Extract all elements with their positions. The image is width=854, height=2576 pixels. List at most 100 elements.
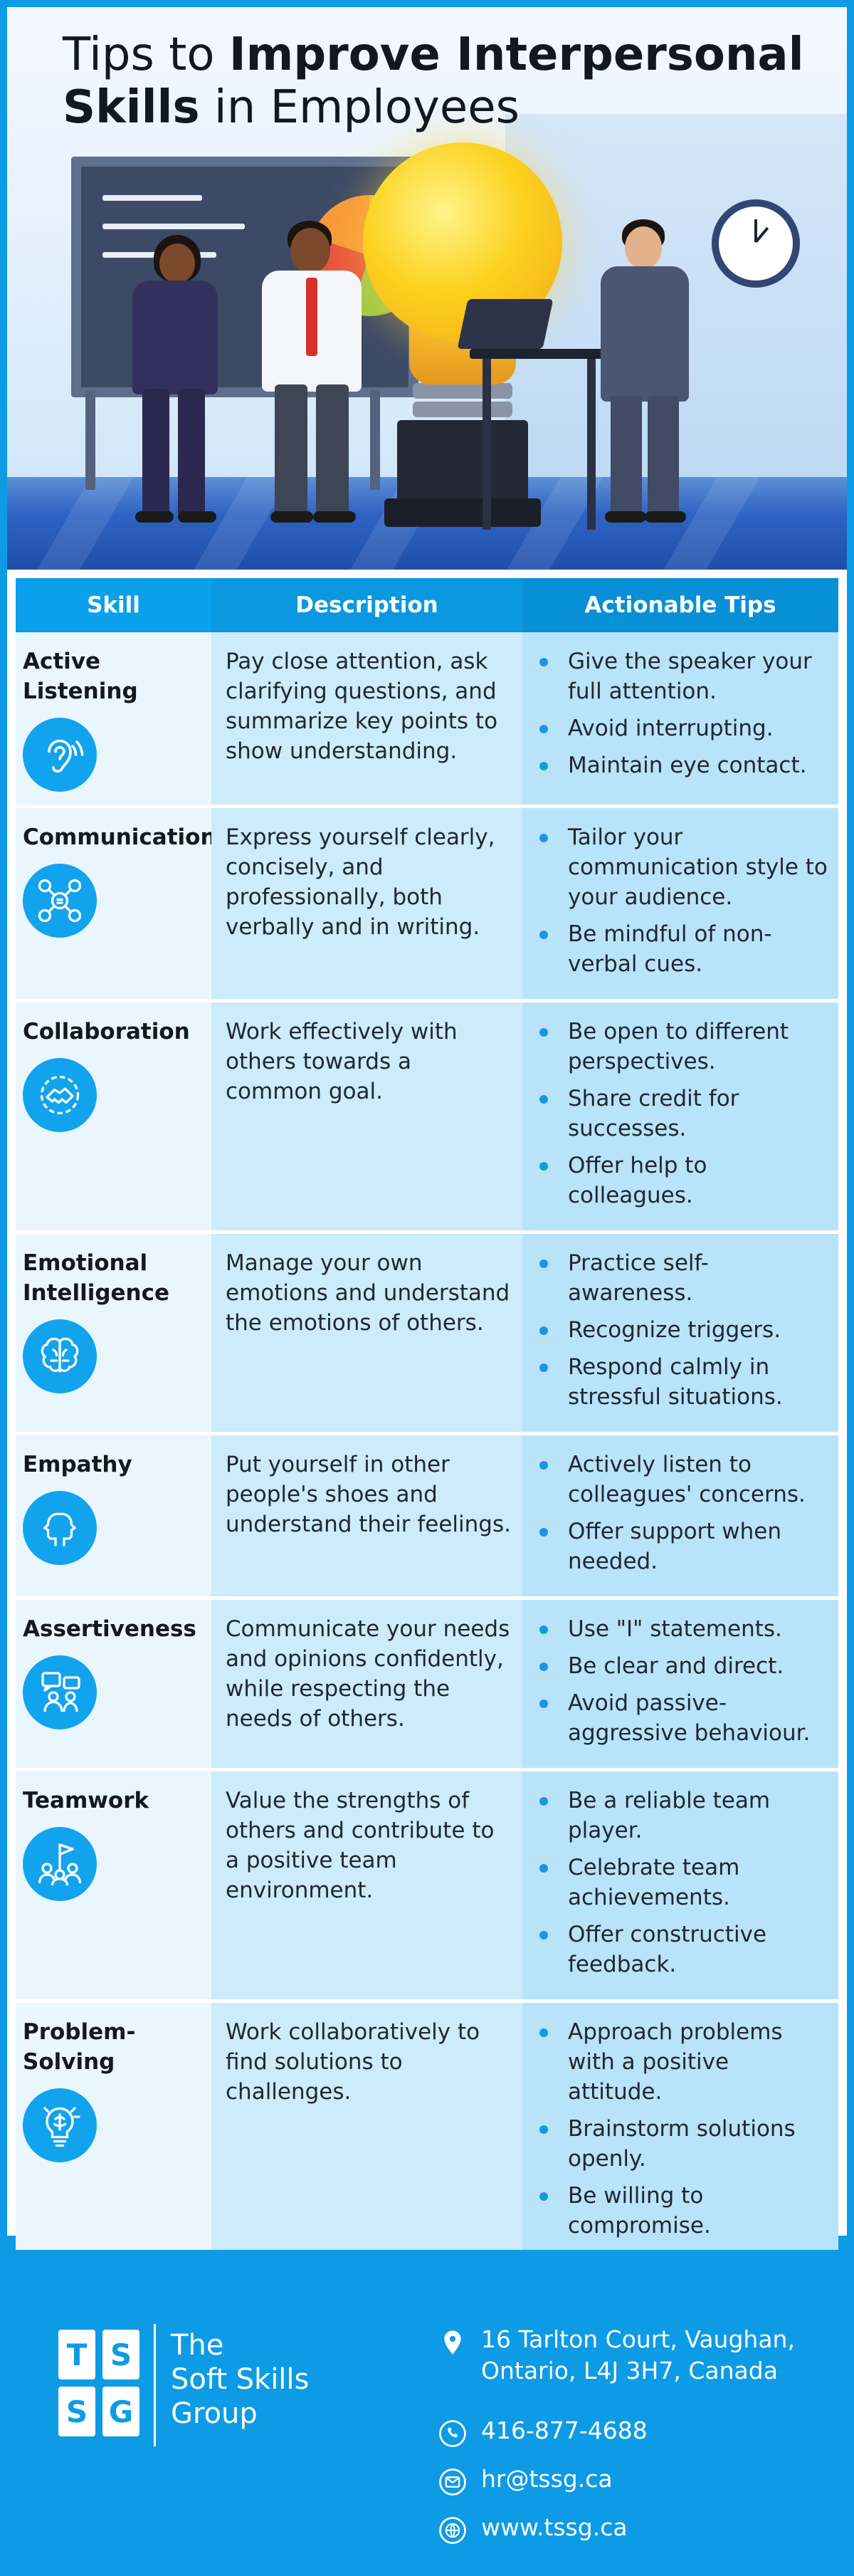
skill-name: Communication — [23, 824, 216, 850]
contact-email[interactable]: hr@tssg.ca — [434, 2464, 613, 2501]
board-leg — [85, 390, 95, 490]
skill-cell: Active Listening — [16, 632, 211, 805]
lightbulb-brain-icon — [23, 2088, 97, 2162]
table-leg — [587, 359, 596, 530]
tips-cell: Approach problems with a positive attitu… — [522, 2003, 838, 2261]
logo-letter: S — [102, 2330, 139, 2379]
tips-list: Tailor your communication style to your … — [537, 822, 828, 979]
skill-cell: Communication — [16, 808, 216, 999]
description-cell: Express yourself clearly, concisely, and… — [211, 808, 522, 999]
tips-list: Be a reliable team player. Celebrate team… — [537, 1786, 828, 1979]
tips-cell: Use "I" statements.Be clear and direct.A… — [522, 1600, 838, 1768]
clock-icon — [712, 199, 800, 288]
logo-divider — [154, 2324, 156, 2446]
board-line — [102, 195, 202, 201]
title-part: in Employees — [199, 81, 520, 134]
skill-name: Active Listening — [23, 649, 138, 704]
tie — [306, 278, 317, 356]
tip-item: Celebrate team achievements. — [537, 1853, 828, 1912]
description-cell: Work collaboratively to find solutions t… — [211, 2003, 522, 2261]
tip-item: Be mindful of non-verbal cues. — [537, 919, 828, 979]
header-skill: Skill — [87, 592, 140, 618]
tips-cell: Practice self-awareness. Recognize trigge… — [522, 1234, 838, 1432]
header-tips: Actionable Tips — [522, 578, 838, 632]
tip-item: Actively listen to colleagues' concerns. — [537, 1450, 828, 1509]
tip-item: Give the speaker your full attention. — [537, 646, 828, 706]
tips-cell: Give the speaker your full attention. Avo… — [522, 632, 838, 805]
website-link[interactable]: www.tssg.ca — [481, 2513, 628, 2541]
tip-item: Avoid interrupting. — [537, 713, 828, 743]
tips-list: Give the speaker your full attention. Avo… — [537, 646, 828, 780]
tips-cell: Be open to different perspectives. Share … — [522, 1002, 838, 1230]
logo-line: The — [171, 2329, 224, 2362]
tip-item: Approach problems with a positive attitu… — [537, 2017, 828, 2107]
tip-item: Share credit for successes. — [537, 1084, 828, 1143]
team-flag-icon — [23, 1827, 97, 1901]
contact-phone[interactable]: 416-877-4688 — [434, 2415, 648, 2452]
contact-address: 16 Tarlton Court, Vaughan, Ontario, L4J … — [434, 2324, 795, 2387]
tip-item: Recognize triggers. — [537, 1315, 828, 1345]
presentation-board — [71, 157, 430, 397]
tssg-logo: T S S G — [58, 2330, 142, 2441]
tip-item: Be open to different perspectives. — [537, 1017, 828, 1077]
two-heads-icon — [23, 1491, 97, 1565]
address-line: Ontario, L4J 3H7, Canada — [481, 2357, 778, 2384]
phone-number[interactable]: 416-877-4688 — [481, 2417, 648, 2444]
description-cell: Communicate your needs and opinions conf… — [211, 1600, 522, 1768]
laptop-icon — [457, 299, 554, 349]
page-title: Tips to Improve Interpersonal Skills in … — [63, 28, 810, 134]
communication-network-icon — [23, 864, 97, 938]
description-cell: Put yourself in other people's shoes and… — [211, 1435, 522, 1596]
description-cell: Pay close attention, ask clarifying ques… — [211, 632, 522, 805]
title-part: Improve Interpersonal — [228, 28, 804, 81]
description-cell: Value the strengths of others and contri… — [211, 1771, 522, 1999]
skill-cell: Empathy — [16, 1435, 211, 1596]
board-leg — [370, 390, 380, 490]
logo-letter: G — [102, 2387, 139, 2436]
tip-item: Practice self-awareness. — [537, 1248, 828, 1308]
tip-item: Offer support when needed. — [537, 1517, 828, 1576]
tip-item: Offer help to colleagues. — [537, 1151, 828, 1210]
address-line: 16 Tarlton Court, Vaughan, — [481, 2325, 795, 2353]
footer: T S S G The Soft Skills Group 16 Tarlton… — [0, 2250, 854, 2576]
bulb-base — [413, 402, 512, 417]
table-row: Emotional Intelligence Manage your own em… — [16, 1234, 838, 1435]
table-row: Active Listening Pay close attention, ask… — [16, 632, 838, 808]
tips-cell: Be a reliable team player. Celebrate team… — [522, 1771, 838, 1999]
skill-name: Empathy — [23, 1452, 132, 1477]
board-line — [102, 224, 245, 229]
logo-letter: T — [58, 2330, 95, 2379]
email-icon — [434, 2464, 471, 2501]
bulb-base — [413, 383, 512, 399]
listening-ear-icon — [23, 718, 97, 792]
tip-item: Be a reliable team player. — [537, 1786, 828, 1845]
tip-item: Tailor your communication style to your … — [537, 822, 828, 912]
tips-list: Actively listen to colleagues' concerns.… — [537, 1450, 828, 1576]
skill-name: Collaboration — [23, 1019, 190, 1044]
contact-website[interactable]: www.tssg.ca — [434, 2512, 628, 2549]
description-cell: Manage your own emotions and understand … — [211, 1234, 522, 1432]
table-row: Empathy Put yourself in other people's sh… — [16, 1435, 838, 1600]
table-header: Skill Description Actionable Tips — [16, 578, 838, 632]
logo-line: Group — [171, 2397, 258, 2430]
tip-item: Maintain eye contact. — [537, 750, 828, 780]
skill-cell: Collaboration — [16, 1002, 211, 1230]
skill-cell: Teamwork — [16, 1771, 211, 1999]
bulb-stand-step — [384, 498, 541, 527]
title-part: Tips to — [63, 28, 229, 81]
tips-list: Be open to different perspectives. Share … — [537, 1017, 828, 1210]
tips-list: Approach problems with a positive attitu… — [537, 2017, 828, 2241]
skill-name: Emotional Intelligence — [23, 1250, 170, 1306]
skill-name: Assertiveness — [23, 1616, 196, 1642]
email-address[interactable]: hr@tssg.ca — [481, 2465, 613, 2493]
logo-line: Soft Skills — [171, 2363, 310, 2396]
tip-item: Brainstorm solutions openly. — [537, 2114, 828, 2174]
table-row: Assertiveness Communicate your needs and … — [16, 1600, 838, 1771]
handshake-gear-icon — [23, 1058, 97, 1132]
logo-wordmark: The Soft Skills Group — [171, 2328, 309, 2431]
floor-stripe — [37, 477, 134, 570]
